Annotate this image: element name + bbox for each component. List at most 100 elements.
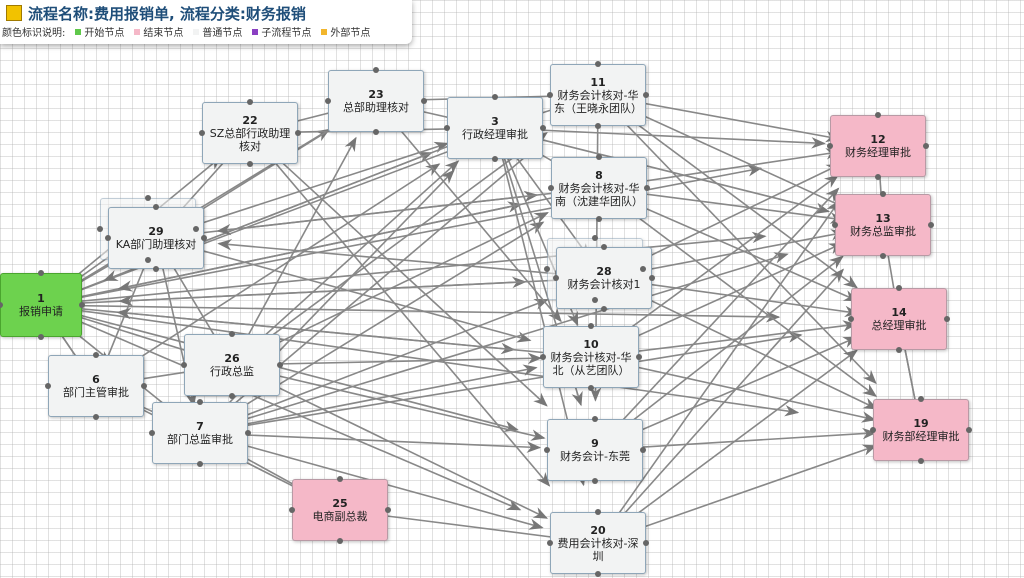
anchor-point[interactable] (97, 226, 103, 232)
anchor-point[interactable] (149, 430, 155, 436)
anchor-point[interactable] (875, 174, 881, 180)
anchor-point[interactable] (197, 461, 203, 467)
anchor-point[interactable] (540, 125, 546, 131)
anchor-point[interactable] (649, 275, 655, 281)
anchor-point[interactable] (640, 447, 646, 453)
anchor-point[interactable] (592, 297, 598, 303)
anchor-point[interactable] (595, 123, 601, 129)
anchor-point[interactable] (93, 414, 99, 420)
anchor-point[interactable] (548, 185, 554, 191)
anchor-point[interactable] (595, 571, 601, 577)
anchor-point[interactable] (966, 427, 972, 433)
anchor-point[interactable] (247, 161, 253, 167)
anchor-point[interactable] (141, 383, 147, 389)
anchor-point[interactable] (337, 476, 343, 482)
anchor-point[interactable] (45, 383, 51, 389)
anchor-point[interactable] (181, 362, 187, 368)
anchor-point[interactable] (870, 427, 876, 433)
anchor-point[interactable] (373, 67, 379, 73)
anchor-point[interactable] (588, 385, 594, 391)
anchor-point[interactable] (201, 235, 207, 241)
anchor-point[interactable] (928, 222, 934, 228)
anchor-point[interactable] (547, 92, 553, 98)
anchor-point[interactable] (153, 266, 159, 272)
anchor-point[interactable] (247, 99, 253, 105)
anchor-point[interactable] (601, 306, 607, 312)
anchor-point[interactable] (0, 302, 3, 308)
anchor-point[interactable] (596, 154, 602, 160)
anchor-point[interactable] (295, 130, 301, 136)
anchor-point[interactable] (553, 275, 559, 281)
anchor-point[interactable] (373, 129, 379, 135)
anchor-point[interactable] (592, 416, 598, 422)
anchor-point[interactable] (640, 266, 646, 272)
anchor-point[interactable] (848, 316, 854, 322)
anchor-point[interactable] (896, 285, 902, 291)
anchor-point[interactable] (880, 191, 886, 197)
anchor-point[interactable] (923, 143, 929, 149)
anchor-point[interactable] (644, 185, 650, 191)
anchor-point[interactable] (93, 352, 99, 358)
anchor-point[interactable] (918, 458, 924, 464)
anchor-point[interactable] (444, 125, 450, 131)
anchor-point[interactable] (588, 323, 594, 329)
anchor-point[interactable] (832, 222, 838, 228)
anchor-point[interactable] (229, 331, 235, 337)
anchor-point[interactable] (592, 478, 598, 484)
anchor-point[interactable] (596, 216, 602, 222)
anchor-point[interactable] (79, 302, 85, 308)
anchor-point[interactable] (544, 447, 550, 453)
anchor-point[interactable] (38, 334, 44, 340)
anchor-point[interactable] (601, 244, 607, 250)
anchor-point[interactable] (880, 253, 886, 259)
anchor-point[interactable] (245, 430, 251, 436)
anchor-point[interactable] (592, 235, 598, 241)
anchor-point[interactable] (875, 112, 881, 118)
anchor-point[interactable] (595, 509, 601, 515)
anchor-point[interactable] (145, 195, 151, 201)
anchor-point[interactable] (105, 235, 111, 241)
anchor-point[interactable] (277, 362, 283, 368)
anchor-point[interactable] (38, 270, 44, 276)
anchor-point[interactable] (289, 507, 295, 513)
anchor-point[interactable] (636, 354, 642, 360)
anchor-point[interactable] (540, 354, 546, 360)
anchor-point[interactable] (199, 130, 205, 136)
anchor-point[interactable] (896, 347, 902, 353)
anchor-point[interactable] (643, 92, 649, 98)
anchor-point[interactable] (492, 94, 498, 100)
anchor-point[interactable] (547, 540, 553, 546)
anchor-point[interactable] (421, 98, 427, 104)
anchor-point[interactable] (229, 393, 235, 399)
anchor-point[interactable] (385, 507, 391, 513)
anchor-point[interactable] (643, 540, 649, 546)
anchor-point[interactable] (337, 538, 343, 544)
anchor-point[interactable] (827, 143, 833, 149)
anchor-point[interactable] (325, 98, 331, 104)
anchor-point[interactable] (193, 226, 199, 232)
anchor-point[interactable] (595, 61, 601, 67)
anchor-point[interactable] (544, 266, 550, 272)
anchor-point[interactable] (153, 204, 159, 210)
anchor-point[interactable] (492, 156, 498, 162)
anchor-point[interactable] (918, 396, 924, 402)
anchor-point[interactable] (145, 257, 151, 263)
